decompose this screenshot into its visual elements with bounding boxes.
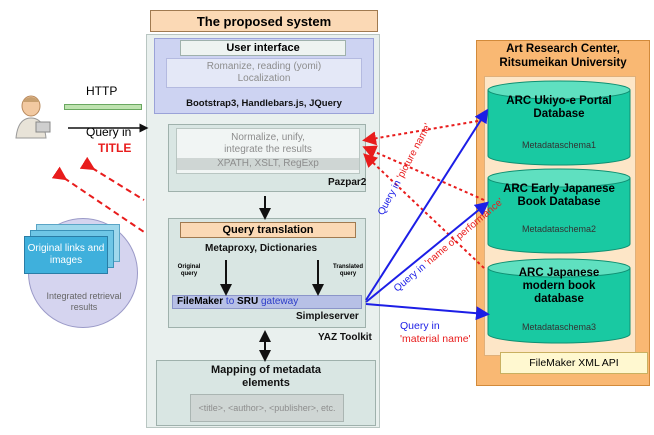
database-early-japanese-name: ARC Early Japanese Book Database: [503, 183, 615, 208]
integration-tech: XPATH, XSLT, RegExp: [177, 158, 359, 170]
query-translation-sub: Metaproxy, Dictionaries: [205, 243, 318, 254]
simpleserver-label: Simpleserver: [296, 311, 359, 322]
database-early-japanese-schema: Metadataschema2: [521, 224, 597, 234]
database-ukiyoe: [486, 80, 632, 166]
translated-query-label: Translated query: [332, 264, 363, 277]
gateway-to: to: [225, 296, 235, 307]
mapping-title: Mapping of metadata elements: [210, 364, 321, 389]
mapping-fields: <title>, <author>, <publisher>, etc.: [190, 394, 344, 422]
filemaker-xml-api-box: FileMaker XML API: [500, 352, 648, 374]
integrated-results-label: Integrated retrieval results: [46, 291, 122, 312]
http-arrow-bar: [64, 104, 142, 110]
pazpar2-label: Pazpar2: [328, 177, 367, 188]
integration-line-1: Normalize, unify,: [231, 132, 305, 143]
database-modern-book: [486, 258, 632, 344]
database-ukiyoe-schema: Metadataschema1: [521, 140, 597, 150]
integration-box: Normalize, unify, integrate the results …: [176, 128, 360, 174]
gateway-bar: FileMaker to SRU gateway: [172, 295, 362, 309]
arc-title: Art Research Center, Ritsumeikan Univers…: [476, 40, 650, 72]
query-label-material-field: 'material name': [400, 333, 471, 345]
query-arrow-db1: [365, 108, 489, 301]
ui-technologies: Bootstrap3, Handlebars.js, JQuery: [186, 97, 342, 109]
results-arrow-2: [51, 166, 145, 233]
database-modern-book-schema: Metadataschema3: [521, 322, 597, 332]
gateway-filemaker: FileMaker: [177, 296, 224, 307]
database-modern-book-name: ARC Japanese modern book database: [518, 266, 600, 305]
database-early-japanese: [486, 168, 632, 254]
ui-feature-romanize: Romanize, reading (yomi): [206, 61, 322, 72]
gateway-sru: SRU: [237, 296, 259, 307]
yaz-toolkit-label: YAZ Toolkit: [318, 332, 372, 343]
query-arrow-db2: [365, 201, 490, 303]
user-interface-title: User interface: [180, 40, 346, 56]
user-icon: [6, 92, 56, 140]
gateway-word: gateway: [260, 296, 299, 307]
arc-title-line2: Ritsumeikan University: [499, 57, 627, 69]
ui-feature-localization: Localization: [237, 73, 291, 84]
database-ukiyoe-name: ARC Ukiyo-e Portal Database: [506, 95, 612, 120]
original-query-label: Original query: [177, 264, 201, 277]
system-title: The proposed system: [150, 10, 378, 32]
http-label: HTTP: [86, 84, 118, 98]
query-title-field: TITLE: [98, 141, 132, 155]
original-links-box: Original links and images: [24, 236, 108, 274]
query-label-material-prefix: Query in: [400, 320, 440, 332]
arc-title-line1: Art Research Center,: [506, 43, 620, 55]
db1-result-arrow: [362, 119, 485, 146]
db2-result-arrow: [362, 145, 485, 201]
query-label-material: Query in 'material name': [400, 320, 471, 346]
ui-features: Romanize, reading (yomi) Localization: [166, 58, 362, 88]
results-arrow-1: [79, 156, 145, 201]
query-translation-title: Query translation: [180, 222, 356, 238]
query-arrow-db3: [365, 303, 490, 321]
integration-line-2: integrate the results: [224, 144, 312, 155]
